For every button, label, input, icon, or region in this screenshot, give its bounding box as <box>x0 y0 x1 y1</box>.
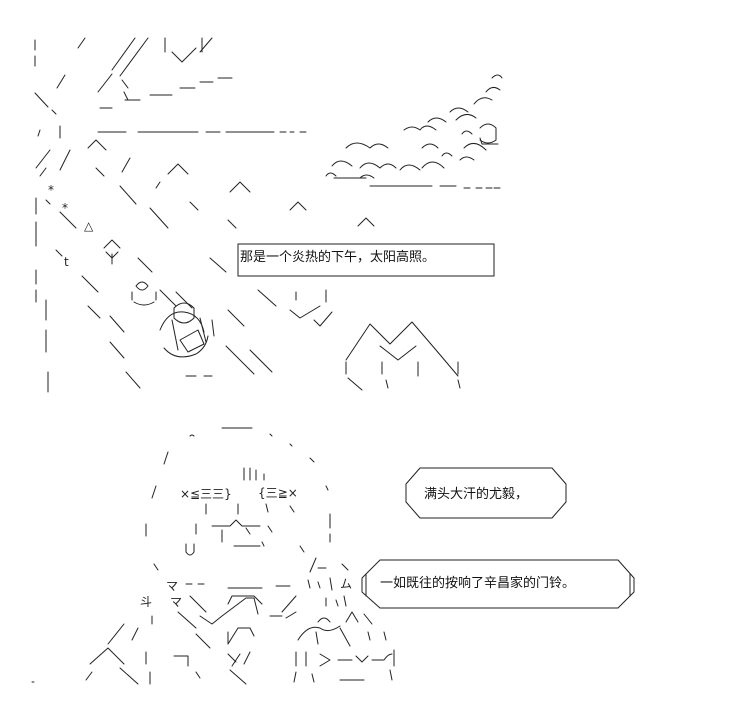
spark-2: * <box>62 201 68 215</box>
brow-right: {三≧× <box>258 486 298 500</box>
ornaments <box>131 281 215 377</box>
character-figure: ×≦三三} {三≧× マ ム 斗 マ <box>31 427 395 685</box>
sun-rays <box>34 37 213 189</box>
dialog-2-text: 一如既往的按响了辛昌家的门铃。 <box>380 576 576 591</box>
clouds <box>325 74 503 189</box>
brow-left: ×≦三三} <box>180 487 232 501</box>
ma-glyph-2: マ <box>170 595 182 609</box>
caption-frame <box>237 243 495 277</box>
sparkle-glyphs: * * △ t <box>45 183 121 269</box>
mu-glyph: ム <box>340 577 352 591</box>
ma-glyph-1: マ <box>166 579 178 593</box>
dou-glyph: 斗 <box>140 595 152 609</box>
sun-horizon-lines <box>97 77 307 133</box>
light-beams <box>35 139 375 393</box>
caption-text: 那是一个炎热的下午，太阳高照。 <box>240 250 436 265</box>
rooftops <box>289 289 461 391</box>
dialog-1-frame <box>405 467 567 519</box>
small-t-glyph: t <box>64 255 69 269</box>
dialog-2-frame <box>361 559 635 609</box>
triangle-glyph: △ <box>84 219 94 233</box>
spark-1: * <box>48 183 54 197</box>
dialog-1-text: 满头大汗的尤毅， <box>424 487 529 502</box>
